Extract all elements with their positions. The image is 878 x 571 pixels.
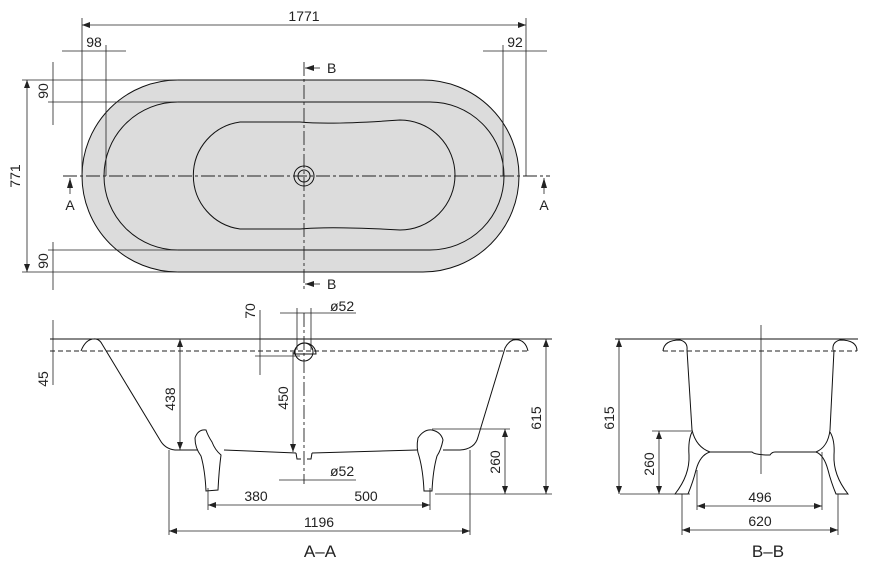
dim-overflow-to-bottom: 450: [275, 386, 291, 410]
dim-rim-height: 45: [35, 371, 51, 387]
section-aa: 45 70 ø52 438 450 ø52 615 260: [35, 298, 552, 561]
dim-overall-length: 1771: [288, 8, 319, 24]
section-label-b-top: B: [327, 60, 336, 76]
dim-overflow-offset: 70: [242, 303, 258, 319]
dim-bb-overall-height: 615: [601, 406, 617, 430]
dim-waste-diameter: ø52: [330, 463, 354, 479]
dim-inner-depth: 438: [162, 387, 178, 411]
tub-rim-inner: [103, 101, 505, 251]
drain-inner-icon: [297, 169, 311, 183]
tub-foot-right: [416, 429, 444, 492]
dim-rim-top: 90: [35, 83, 51, 99]
dim-foot-height: 260: [487, 450, 503, 474]
top-view: 1771 98 92 771 90 90 A A B: [7, 8, 550, 292]
dim-overall-height: 615: [528, 406, 544, 430]
section-bb: 615 260 496 620 B–B: [601, 325, 858, 561]
section-aa-title: A–A: [304, 542, 337, 561]
section-label-a-right: A: [539, 197, 549, 213]
dim-outer-foot-span: 620: [748, 513, 772, 529]
dim-rim-left: 98: [86, 34, 102, 50]
dim-inner-foot-span: 496: [748, 489, 772, 505]
dim-overflow-diameter: ø52: [330, 298, 354, 314]
dim-rim-bottom: 90: [35, 253, 51, 269]
dim-foot-to-waste: 380: [244, 488, 268, 504]
section-label-b-bottom: B: [327, 276, 336, 292]
dim-waste-to-foot: 500: [354, 488, 378, 504]
dim-overall-width: 771: [7, 164, 23, 188]
section-bb-title: B–B: [752, 542, 784, 561]
tub-foot-left: [194, 429, 222, 492]
section-label-a-left: A: [65, 197, 75, 213]
tub-basin-outline: [192, 119, 456, 231]
dim-bb-foot-height: 260: [641, 452, 657, 476]
dim-bottom-length: 1196: [304, 514, 334, 530]
drain-outer-icon: [293, 165, 315, 187]
dim-rim-right: 92: [507, 34, 523, 50]
